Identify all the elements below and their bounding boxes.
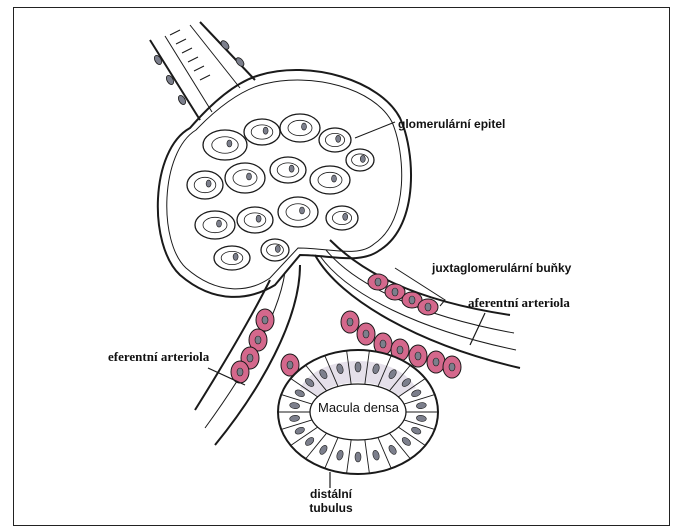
cell-nucleus: [415, 352, 421, 360]
capillary-loop: [326, 206, 358, 230]
capillary-loop: [203, 130, 247, 160]
capillary-nucleus: [256, 215, 261, 222]
cell-nucleus: [380, 340, 386, 348]
macula-densa-nucleus: [355, 362, 361, 372]
cell-nucleus: [433, 358, 439, 366]
capillary-loop: [225, 163, 265, 193]
cell-nucleus: [247, 354, 253, 362]
cell-nucleus: [375, 278, 381, 286]
tubule-cell-nucleus: [355, 452, 361, 462]
capillary-nucleus: [206, 180, 211, 187]
capillary-loop: [237, 207, 273, 233]
cell-nucleus: [449, 363, 455, 371]
capillary-nucleus: [332, 175, 337, 182]
capillary-nucleus: [263, 127, 268, 134]
brush-border: [170, 30, 210, 80]
capillary-loop: [346, 149, 374, 171]
capillary-nucleus: [302, 123, 307, 130]
leader-afferent-arteriole: [470, 313, 485, 345]
cell-nucleus: [363, 330, 369, 338]
cell-nucleus: [255, 336, 261, 344]
cell-nucleus: [287, 361, 293, 369]
capillary-nucleus: [343, 213, 348, 220]
capillary-loop: [195, 211, 235, 239]
cell-nucleus: [347, 318, 353, 326]
label-distal-tubule-line2: tubulus: [306, 502, 356, 514]
capillary-nucleus: [247, 173, 252, 180]
capillary-nucleus: [233, 253, 238, 260]
capillary-loop: [310, 166, 350, 194]
capillary-nucleus: [289, 165, 294, 172]
capillary-nucleus: [217, 220, 222, 227]
capillary-nucleus: [227, 140, 232, 147]
capillary-loop: [187, 171, 223, 199]
capillary-loop: [319, 128, 351, 152]
label-distal-tubule-line1: distální: [306, 488, 356, 500]
capillary-nucleus: [336, 135, 341, 142]
cell-nucleus: [425, 303, 431, 311]
cell-nucleus: [392, 288, 398, 296]
capillary-nucleus: [300, 207, 305, 214]
juxtaglomerular-cells-upper: [368, 274, 438, 315]
capillary-loop: [278, 197, 318, 227]
capillary-loop: [244, 119, 280, 145]
capillary-nucleus: [360, 155, 365, 162]
cell-nucleus: [397, 346, 403, 354]
label-afferent-arteriole: aferentní arteriola: [468, 296, 570, 309]
cell-nucleus: [237, 368, 243, 376]
label-efferent-arteriole: eferentní arteriola: [108, 350, 209, 363]
capillary-loop: [214, 246, 250, 270]
capillary-nucleus: [275, 245, 280, 252]
label-macula-densa: Macula densa: [318, 401, 399, 414]
label-juxtaglomerular-cells: juxtaglomerulární buňky: [432, 262, 571, 274]
label-glomerular-epithelium: glomerulární epitel: [398, 118, 505, 130]
cell-nucleus: [262, 316, 268, 324]
cell-nucleus: [409, 296, 415, 304]
capillary-loop: [261, 239, 289, 261]
proximal-tubule-wall-inner: [200, 22, 255, 80]
capillary-loop: [270, 157, 306, 183]
capillary-loop: [280, 114, 320, 142]
